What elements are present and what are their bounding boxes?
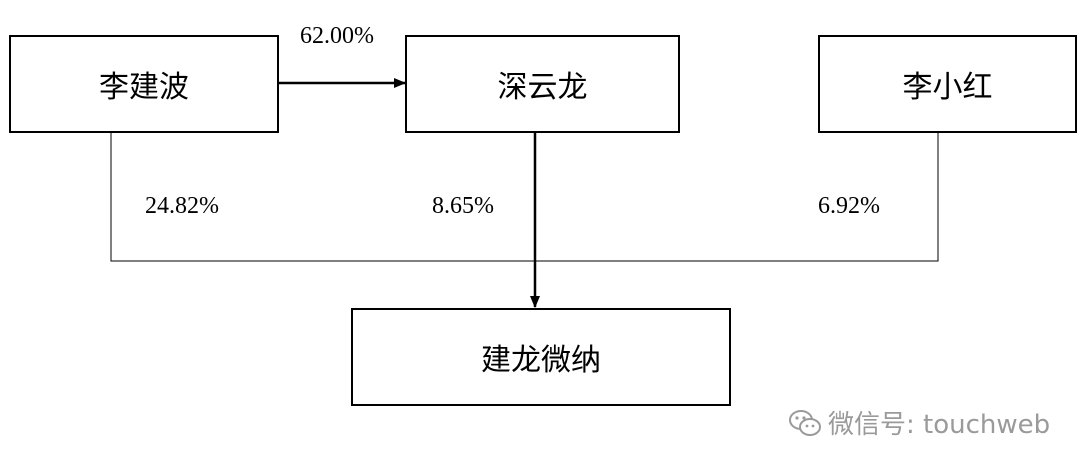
node-jianlong-weina: 建龙微纳 [351, 308, 731, 406]
wechat-icon [789, 409, 821, 436]
node-li-xiaohong-label: 李小红 [902, 70, 993, 105]
edge-label-24: 24.82% [145, 193, 219, 219]
watermark-text: 微信号: touchweb [828, 410, 1051, 440]
node-li-xiaohong: 李小红 [818, 35, 1077, 133]
line-li-jianbo-to-jianlong [110, 133, 535, 262]
node-jianlong-weina-label: 建龙微纳 [481, 343, 601, 378]
node-li-jianbo-label: 李建波 [99, 70, 189, 105]
edge-label-6: 6.92% [818, 193, 880, 219]
line-li-xiaohong-to-jianlong [535, 133, 939, 262]
node-li-jianbo: 李建波 [9, 35, 279, 133]
node-shenyunlong: 深云龙 [405, 35, 680, 133]
edge-label-8: 8.65% [432, 193, 494, 219]
edge-label-62: 62.00% [300, 23, 374, 49]
node-shenyunlong-label: 深云龙 [497, 70, 588, 105]
watermark: 微信号: touchweb [788, 404, 1050, 441]
